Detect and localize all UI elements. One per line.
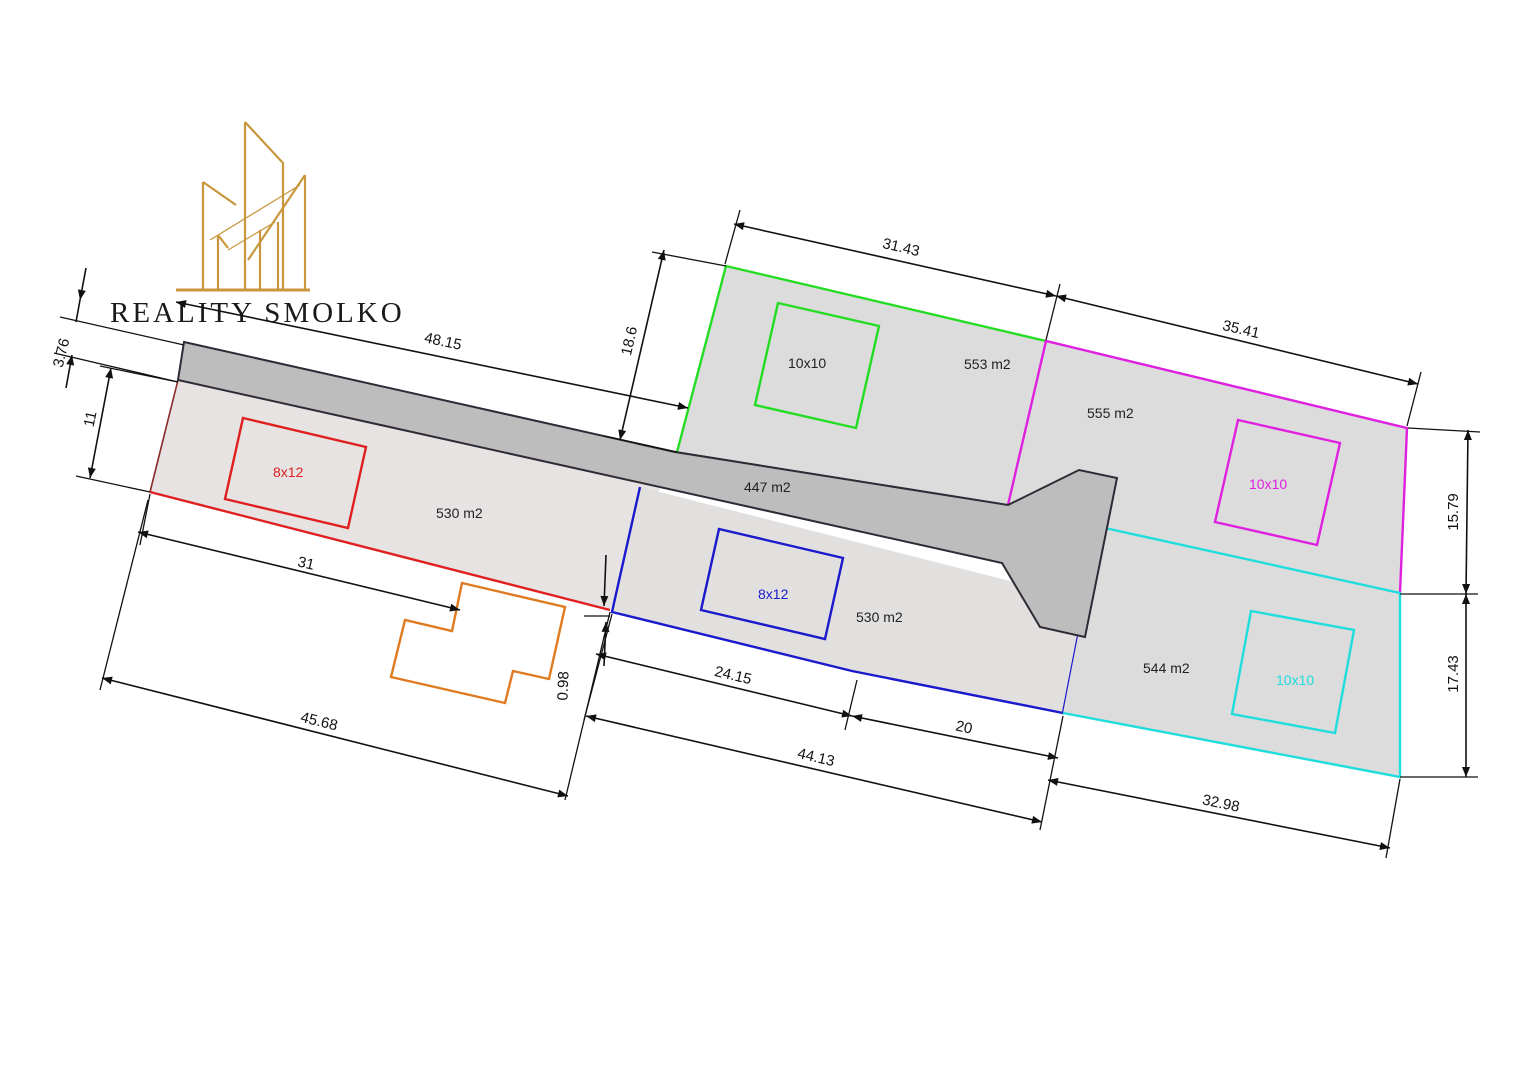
brand-name: REALITY SMOLKO	[110, 297, 405, 329]
dim-label-31-43: 31.43	[881, 235, 921, 260]
dim-label-48-15: 48.15	[423, 329, 463, 353]
plot-1-house-label: 8x12	[273, 464, 304, 480]
plot-4-area-label: 555 m2	[1087, 405, 1134, 421]
dim-label-15-79: 15.79	[1445, 493, 1462, 531]
house-outline-8x12	[223, 416, 368, 530]
dimension-lines	[53, 209, 1481, 859]
plot-2-house-label: 8x12	[758, 586, 789, 602]
dim-label-17-43: 17.43	[1445, 655, 1462, 693]
plot-5	[1062, 526, 1402, 779]
access-road	[176, 340, 1119, 639]
dim-label-45-68: 45.68	[299, 709, 340, 735]
plot-5-area-label: 544 m2	[1143, 660, 1190, 676]
dim-label-20: 20	[954, 718, 974, 738]
dim-label-11: 11	[81, 410, 101, 429]
plot-5-house-label: 10x10	[1276, 672, 1314, 688]
plot-3-house-label: 10x10	[788, 355, 826, 371]
house-outline-10x10	[753, 301, 881, 430]
logo	[176, 121, 310, 292]
dim-label-31: 31	[296, 553, 316, 573]
house-outline-8x12	[699, 527, 845, 641]
existing-building-outline	[389, 581, 567, 705]
plot-2-area-label: 530 m2	[856, 609, 903, 625]
house-outline-10x10	[1213, 418, 1342, 547]
plot-1-area-label: 530 m2	[436, 505, 483, 521]
dim-label-18-6: 18.6	[618, 325, 641, 357]
dim-label-0-98: 0.98	[554, 671, 572, 701]
plot-3-area-label: 553 m2	[964, 356, 1011, 372]
plot-4-house-label: 10x10	[1249, 476, 1287, 492]
road-area-label: 447 m2	[744, 479, 791, 495]
dim-label-3-76: 3.76	[50, 337, 74, 369]
house-outline-10x10	[1230, 609, 1356, 735]
dim-label-35-41: 35.41	[1221, 317, 1261, 342]
